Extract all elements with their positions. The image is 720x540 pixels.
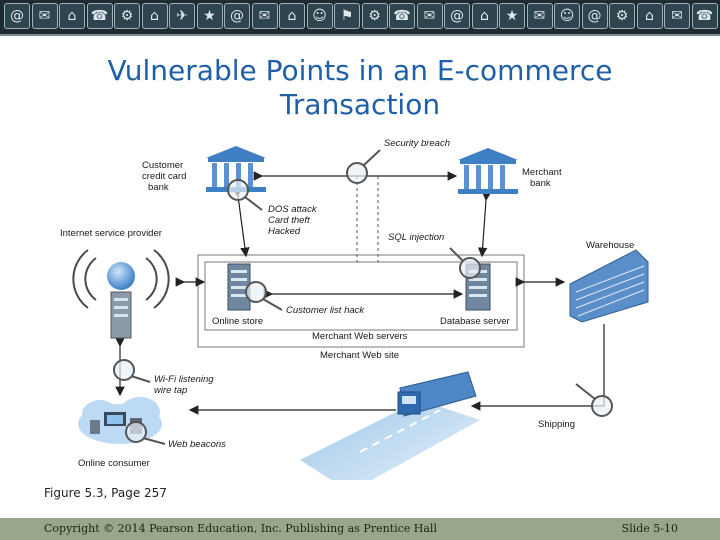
footer-copyright: Copyright © 2014 Pearson Education, Inc.… bbox=[44, 522, 437, 535]
label-customer-bank-line2: credit card bbox=[142, 171, 186, 182]
banner-tile-icon: ⌂ bbox=[59, 3, 85, 29]
ecommerce-vulnerability-diagram: Customer credit card bank Merchant bank … bbox=[60, 138, 649, 480]
arrow-bank-to-online-store bbox=[232, 187, 250, 258]
magnifier-sql-injection-icon bbox=[449, 247, 481, 279]
magnifier-shipping-icon bbox=[575, 383, 613, 417]
label-online-store: Online store bbox=[212, 316, 263, 327]
slide-number: Slide 5-10 bbox=[621, 522, 678, 535]
figure-caption: Figure 5.3, Page 257 bbox=[44, 486, 167, 500]
threat-dashed-lines bbox=[356, 176, 379, 262]
label-card-theft: Card theft bbox=[268, 215, 310, 226]
label-merchant-web-servers: Merchant Web servers bbox=[312, 331, 408, 342]
magnifier-security-breach-icon bbox=[346, 149, 381, 184]
slide-title: Vulnerable Points in an E-commerce Trans… bbox=[107, 54, 613, 121]
label-warehouse: Warehouse bbox=[586, 240, 634, 251]
label-web-beacons: Web beacons bbox=[168, 439, 226, 450]
banner-tile-icon: ✉ bbox=[416, 3, 443, 29]
magnifier-dos-attack-icon bbox=[227, 179, 263, 211]
banner-tile-icon: ★ bbox=[499, 3, 525, 29]
warehouse-building-icon bbox=[569, 249, 649, 323]
banner-tile-icon: ⌂ bbox=[636, 3, 663, 29]
banner-tile-icon: ⚙ bbox=[609, 3, 635, 29]
banner-tile-icon: ★ bbox=[196, 3, 223, 29]
banner-tile-icon: @ bbox=[444, 3, 470, 29]
label-merchant-bank-line1: Merchant bbox=[522, 167, 562, 178]
delivery-truck-icon bbox=[397, 371, 477, 417]
label-wifi-listening: Wi-Fi listening bbox=[154, 374, 214, 385]
banner-tile-icon: ☺ bbox=[306, 3, 333, 29]
magnifier-customer-list-icon bbox=[245, 281, 283, 311]
banner-tile-icon: ⌂ bbox=[141, 3, 168, 29]
label-sql-injection: SQL injection bbox=[388, 232, 444, 243]
label-online-consumer: Online consumer bbox=[78, 458, 150, 469]
label-customer-list-hack: Customer list hack bbox=[286, 305, 365, 316]
banner-tile-icon: ☎ bbox=[691, 3, 718, 29]
merchant-bank-icon bbox=[458, 148, 518, 194]
banner-tile-icon: ⌂ bbox=[279, 3, 305, 29]
road-center-line bbox=[359, 409, 441, 453]
banner-divider bbox=[0, 34, 720, 36]
banner-tile-icon: @ bbox=[4, 3, 30, 29]
banner-tile-icon: ✉ bbox=[526, 3, 553, 29]
label-wire-tap: wire tap bbox=[154, 385, 187, 396]
label-hacked: Hacked bbox=[268, 226, 301, 237]
label-customer-bank-line3: bank bbox=[148, 182, 169, 193]
merchant-web-servers-frame bbox=[204, 261, 518, 331]
banner-tile-icon: ☎ bbox=[389, 3, 415, 29]
merchant-web-site-frame bbox=[197, 254, 525, 348]
online-consumer-cloud-icon bbox=[78, 397, 162, 444]
banner-tile-icon: ☎ bbox=[86, 3, 113, 29]
banner-tile-icon: ⌂ bbox=[471, 3, 498, 29]
label-security-breach: Security breach bbox=[384, 138, 450, 149]
banner-tile-icon: ✉ bbox=[251, 3, 278, 29]
isp-tower-icon bbox=[72, 249, 170, 339]
label-merchant-web-site: Merchant Web site bbox=[320, 350, 399, 361]
arrow-merchant-bank-to-database bbox=[477, 191, 492, 258]
label-dos-attack: DOS attack bbox=[268, 204, 318, 215]
magnifier-web-beacons-icon bbox=[125, 421, 166, 445]
banner-tile-icon: ✈ bbox=[169, 3, 195, 29]
label-customer-bank-line1: Customer bbox=[142, 160, 183, 171]
banner-tile-icon: ☺ bbox=[554, 3, 580, 29]
banner-tile-icon: ✉ bbox=[664, 3, 690, 29]
banner-tile-icon: @ bbox=[224, 3, 250, 29]
threat-magnifiers bbox=[113, 149, 613, 445]
banner-tile-icon: ⚑ bbox=[334, 3, 360, 29]
banner-tile-icon: ⚙ bbox=[114, 3, 140, 29]
slide-footer: Copyright © 2014 Pearson Education, Inc.… bbox=[0, 518, 720, 540]
label-database-server: Database server bbox=[440, 316, 510, 327]
banner-tile-icon: @ bbox=[581, 3, 608, 29]
decorative-icon-banner: @✉⌂☎⚙⌂✈★@✉⌂☺⚑⚙☎✉@⌂★✉☺@⚙⌂✉☎ bbox=[0, 0, 720, 34]
road-shape bbox=[300, 400, 480, 480]
banner-tile-icon: ⚙ bbox=[361, 3, 388, 29]
banner-tile-icon: ✉ bbox=[31, 3, 58, 29]
label-shipping: Shipping bbox=[538, 419, 575, 430]
label-merchant-bank-line2: bank bbox=[530, 178, 551, 189]
label-isp: Internet service provider bbox=[60, 228, 162, 239]
magnifier-wifi-icon bbox=[113, 359, 151, 383]
